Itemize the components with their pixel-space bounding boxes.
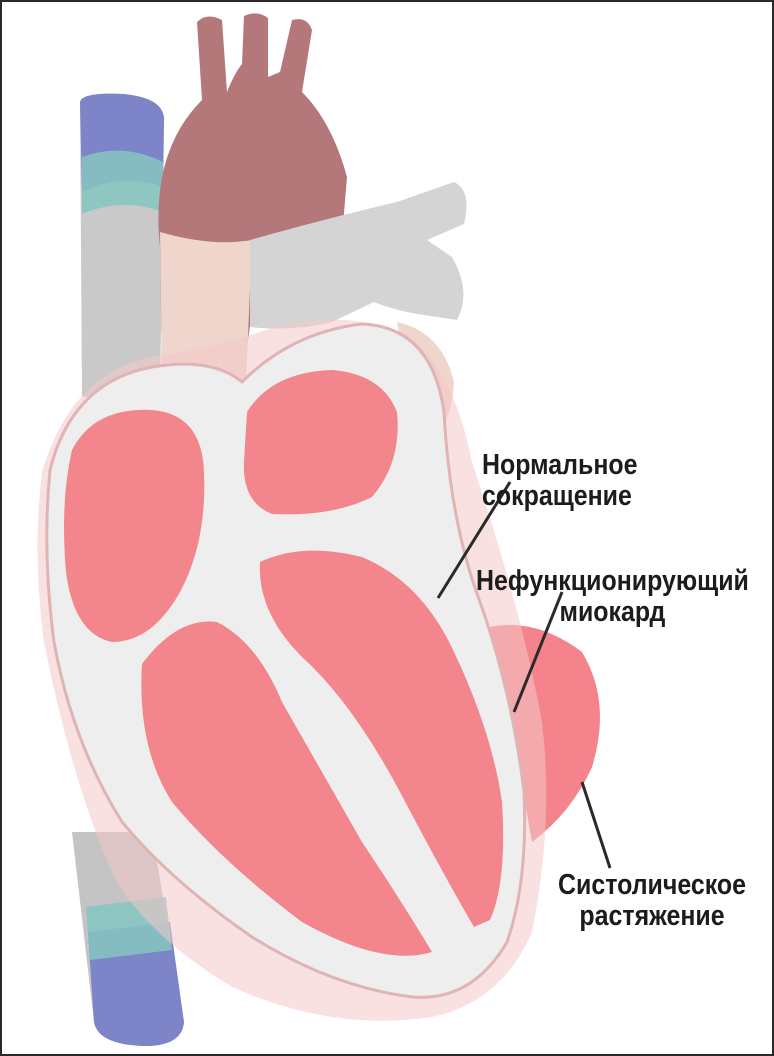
label-nonfunctioning-myocardium: Нефункционирующий миокард xyxy=(476,566,749,628)
label-systolic-stretch-line2: растяжение xyxy=(558,901,746,932)
label-normal-contraction-line2: сокращение xyxy=(482,481,637,512)
label-systolic-stretch-line1: Систолическое xyxy=(558,870,746,901)
label-normal-contraction: Нормальное сокращение xyxy=(482,450,637,512)
label-systolic-stretch: Систолическое растяжение xyxy=(558,870,746,932)
superior-vena-cava xyxy=(80,94,164,397)
label-nonfunctioning-myocardium-line2: миокард xyxy=(476,597,749,628)
label-nonfunctioning-myocardium-line1: Нефункционирующий xyxy=(476,566,749,597)
left-atrium xyxy=(244,370,398,514)
label-normal-contraction-line1: Нормальное xyxy=(482,450,637,481)
pointer-systolic-stretch xyxy=(582,782,610,868)
